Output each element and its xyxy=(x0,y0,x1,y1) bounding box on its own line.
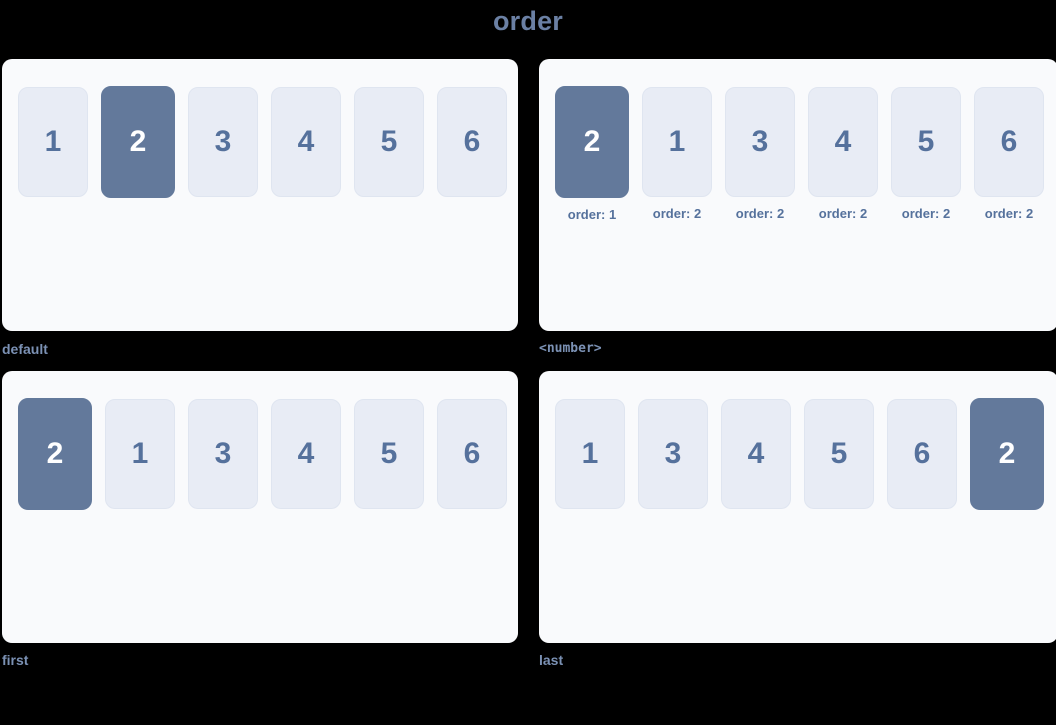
flex-item-box[interactable]: 3 xyxy=(725,87,795,197)
flex-item-box[interactable]: 1 xyxy=(105,399,175,509)
flex-item-cell: 1 xyxy=(105,399,175,509)
demo-panel-number: 2 order: 1 1 order: 2 3 order: 2 4 order: 2 5 ord… xyxy=(539,59,1056,331)
flex-item-box[interactable]: 6 xyxy=(437,87,507,197)
flex-item-box[interactable]: 1 xyxy=(642,87,712,197)
flex-item-cell: 3 xyxy=(188,87,258,197)
flex-item-box[interactable]: 1 xyxy=(555,399,625,509)
flex-item-box[interactable]: 5 xyxy=(354,87,424,197)
flex-item-box[interactable]: 5 xyxy=(354,399,424,509)
flex-item-cell: 1 xyxy=(555,399,625,509)
flex-item-cell: 4 order: 2 xyxy=(808,87,878,221)
flex-item-cell: 2 xyxy=(970,398,1044,510)
flex-item-box[interactable]: 1 xyxy=(18,87,88,197)
panel-label-default: default xyxy=(2,341,48,357)
flex-item-cell: 2 order: 1 xyxy=(555,86,629,222)
flex-item-order-caption: order: 2 xyxy=(818,206,868,221)
flex-item-cell: 2 xyxy=(18,398,92,510)
flex-item-cell: 6 xyxy=(437,87,507,197)
flex-item-box[interactable]: 4 xyxy=(271,399,341,509)
flex-item-cell: 1 xyxy=(18,87,88,197)
flex-item-order-caption: order: 2 xyxy=(735,206,785,221)
flex-item-box[interactable]: 4 xyxy=(721,399,791,509)
flex-item-box-highlighted[interactable]: 2 xyxy=(101,86,175,198)
page-title: order xyxy=(492,6,564,36)
flex-item-box[interactable]: 6 xyxy=(974,87,1044,197)
flex-item-box[interactable]: 6 xyxy=(437,399,507,509)
panel-label-number: <number> xyxy=(539,341,602,356)
flex-item-cell: 3 order: 2 xyxy=(725,87,795,221)
flex-item-cell: 4 xyxy=(271,399,341,509)
flex-item-cell: 3 xyxy=(188,399,258,509)
flex-item-cell: 5 xyxy=(354,87,424,197)
flex-item-box[interactable]: 3 xyxy=(188,399,258,509)
flex-item-order-caption: order: 2 xyxy=(652,206,702,221)
flex-item-cell: 5 xyxy=(804,399,874,509)
flex-item-box-highlighted[interactable]: 2 xyxy=(555,86,629,198)
flex-item-box[interactable]: 3 xyxy=(188,87,258,197)
flex-item-box-highlighted[interactable]: 2 xyxy=(18,398,92,510)
flex-item-cell: 3 xyxy=(638,399,708,509)
flex-item-cell: 4 xyxy=(721,399,791,509)
flex-item-box[interactable]: 4 xyxy=(271,87,341,197)
flex-item-cell: 6 xyxy=(437,399,507,509)
panel-label-first: first xyxy=(2,652,29,668)
flex-item-cell: 5 order: 2 xyxy=(891,87,961,221)
panel-content: 2 order: 1 1 order: 2 3 order: 2 4 order: 2 5 ord… xyxy=(539,59,1056,222)
flex-item-box[interactable]: 5 xyxy=(804,399,874,509)
flex-item-box[interactable]: 5 xyxy=(891,87,961,197)
flex-item-order-caption: order: 2 xyxy=(984,206,1034,221)
flex-item-cell: 2 xyxy=(101,86,175,198)
flex-item-box-highlighted[interactable]: 2 xyxy=(970,398,1044,510)
flex-item-cell: 4 xyxy=(271,87,341,197)
flex-item-box[interactable]: 3 xyxy=(638,399,708,509)
flex-item-cell: 6 order: 2 xyxy=(974,87,1044,221)
flex-item-box[interactable]: 6 xyxy=(887,399,957,509)
flex-item-order-caption: order: 2 xyxy=(901,206,951,221)
box-row: 2 order: 1 1 order: 2 3 order: 2 4 order: 2 5 ord… xyxy=(555,86,1056,222)
flex-item-cell: 6 xyxy=(887,399,957,509)
flex-item-cell: 5 xyxy=(354,399,424,509)
flex-item-order-caption: order: 1 xyxy=(567,207,617,222)
flex-item-cell: 1 order: 2 xyxy=(642,87,712,221)
panel-label-last: last xyxy=(539,652,564,668)
flex-item-box[interactable]: 4 xyxy=(808,87,878,197)
